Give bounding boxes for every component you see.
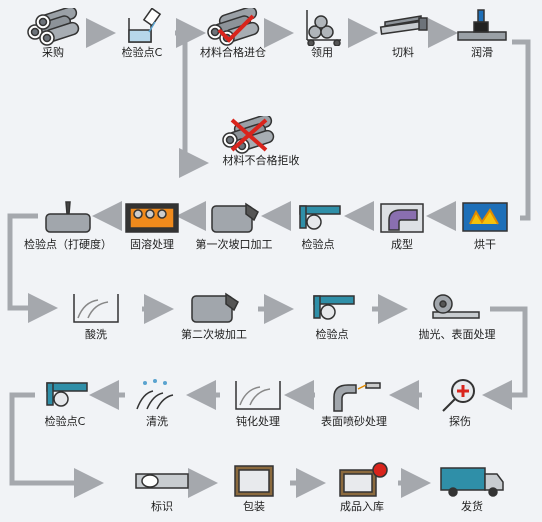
step-label: 发货 (461, 500, 483, 513)
step-packaging: 包装 (214, 462, 294, 522)
step-label: 材料合格进仓 (200, 46, 266, 59)
step-label: 烘干 (474, 238, 496, 251)
step-polishing: 抛光、表面处理 (417, 290, 497, 350)
step-label: 固溶处理 (130, 238, 174, 251)
step-washing: 清洗 (117, 377, 197, 437)
brush-icon (457, 9, 507, 41)
roller-icon (432, 294, 480, 319)
step-label: 采购 (42, 46, 64, 59)
step-label: 检验点 (315, 328, 349, 341)
step-passivation: 钝化处理 (218, 377, 298, 437)
magnifier-icon (442, 379, 475, 412)
step-cutting: 切料 (363, 8, 443, 68)
caliper-icon (46, 382, 88, 407)
step-drying: 烘干 (445, 200, 525, 260)
step-label: 包装 (243, 500, 265, 513)
truck-icon (440, 467, 504, 497)
step-material-rejected: 材料不合格拒收 (206, 116, 316, 176)
step-label: 材料不合格拒收 (222, 154, 300, 167)
step-first-beveling: 第一次坡口加工 (194, 200, 274, 260)
step-label: 第二次坡加工 (181, 328, 247, 341)
arrow (7, 213, 58, 323)
oven-icon (462, 202, 508, 232)
trolley-icon (306, 10, 341, 46)
step-label: 切料 (392, 46, 414, 59)
step-inspection-c: 检验点C (102, 8, 182, 68)
step-label: 探伤 (449, 415, 471, 428)
wash-icon (136, 379, 174, 410)
step-material-accepted: 材料合格进仓 (193, 8, 273, 68)
step-label: 抛光、表面处理 (418, 328, 496, 341)
step-inspection-c-2: 检验点C (25, 377, 105, 437)
step-requisition: 领用 (282, 8, 362, 68)
pipes-reject-icon (222, 116, 275, 154)
step-label: 检验点（打硬度） (24, 238, 112, 251)
step-pickling: 酸洗 (56, 290, 136, 350)
step-inspection-2: 检验点 (292, 290, 372, 350)
sandblast-icon (333, 382, 381, 412)
bevel-icon (191, 292, 239, 323)
step-hardness-inspection: 检验点（打硬度） (24, 200, 112, 260)
step-purchase: 采购 (13, 8, 93, 68)
caliper-icon (313, 295, 355, 320)
tank-icon (235, 381, 281, 410)
pipes-icon (27, 8, 80, 46)
marking-icon (135, 473, 189, 489)
step-solution-treatment: 固溶处理 (112, 200, 192, 260)
arrow (9, 392, 104, 498)
furnace-icon (125, 203, 179, 233)
step-shipping: 发货 (432, 462, 512, 522)
step-label: 成型 (391, 238, 413, 251)
beaker-icon (128, 8, 162, 43)
step-label: 领用 (311, 46, 333, 59)
pipes-check-icon (207, 8, 260, 46)
arrow (512, 39, 531, 221)
step-lubrication: 润滑 (442, 8, 522, 68)
step-label: 成品入库 (340, 500, 384, 513)
step-label: 钝化处理 (236, 415, 280, 428)
caliper-icon (299, 205, 341, 230)
arrow (482, 306, 528, 410)
saw-icon (379, 15, 428, 35)
step-sandblasting: 表面喷砂处理 (314, 377, 394, 437)
warehouse-icon (339, 462, 388, 497)
step-label: 第一次坡口加工 (195, 238, 273, 251)
step-flaw-detection: 探伤 (420, 377, 500, 437)
step-label: 清洗 (146, 415, 168, 428)
step-label: 检验点 (301, 238, 335, 251)
step-label: 润滑 (471, 46, 493, 59)
step-label: 检验点C (121, 46, 163, 59)
package-icon (234, 465, 274, 497)
step-marking: 标识 (122, 462, 202, 522)
elbow-icon (380, 203, 424, 233)
step-warehousing: 成品入库 (322, 462, 402, 522)
step-label: 检验点C (44, 415, 86, 428)
step-forming: 成型 (362, 200, 442, 260)
hardness-icon (45, 201, 91, 233)
bevel-icon (211, 202, 259, 233)
step-label: 酸洗 (85, 328, 107, 341)
step-label: 标识 (151, 500, 173, 513)
step-second-beveling: 第二次坡加工 (174, 290, 254, 350)
acid-tank-icon (73, 294, 119, 323)
step-label: 表面喷砂处理 (321, 415, 387, 428)
step-inspection: 检验点 (278, 200, 358, 260)
